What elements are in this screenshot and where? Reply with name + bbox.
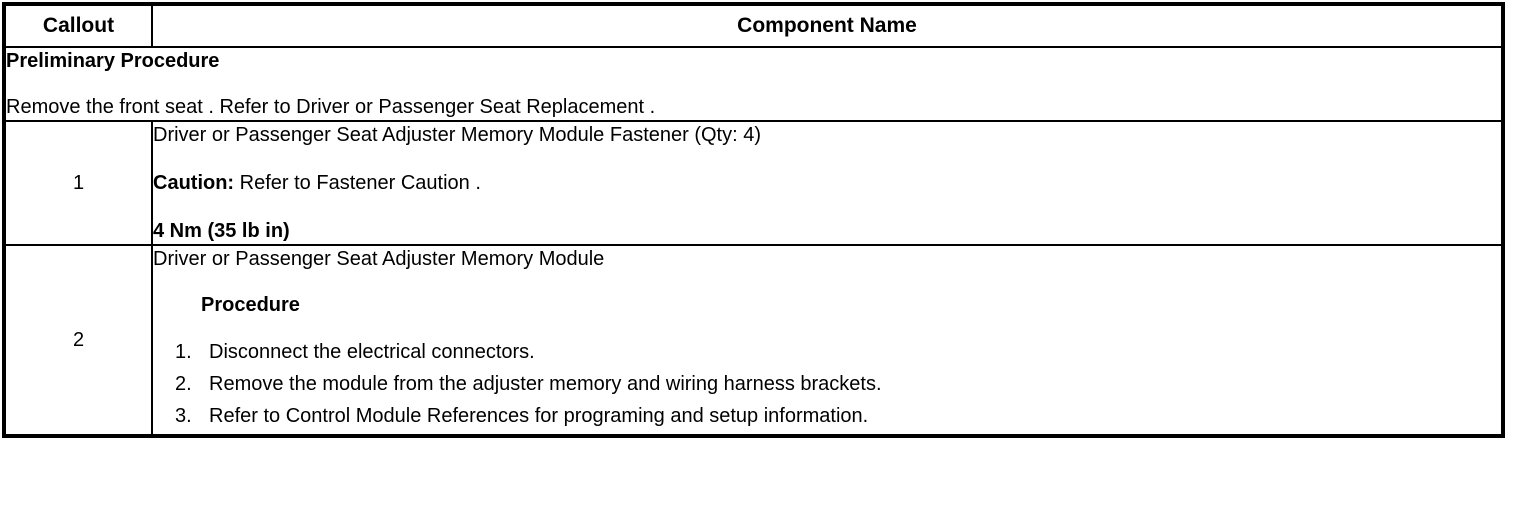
preliminary-procedure-text: Remove the front seat . Refer to Driver … [6, 96, 656, 118]
procedure-heading: Procedure [201, 294, 300, 316]
caution-text: Refer to Fastener Caution . [234, 172, 481, 194]
caution-label: Caution: [153, 172, 235, 194]
callout-number-2: 2 [3, 244, 153, 437]
component-cell-1: Driver or Passenger Seat Adjuster Memory… [151, 120, 1504, 246]
callout-number-1: 1 [3, 120, 153, 246]
procedure-step-list: Disconnect the electrical connectors. Re… [153, 336, 1501, 432]
table-header-row: Callout Component Name [3, 3, 1504, 48]
list-item: Remove the module from the adjuster memo… [175, 368, 882, 400]
table-row: 1 Driver or Passenger Seat Adjuster Memo… [3, 120, 1504, 246]
preliminary-procedure-row: Preliminary Procedure Remove the front s… [3, 46, 1504, 122]
table-row: 2 Driver or Passenger Seat Adjuster Memo… [3, 244, 1504, 437]
preliminary-procedure-title: Preliminary Procedure [6, 50, 220, 72]
column-header-component-name: Component Name [151, 3, 1504, 48]
preliminary-procedure-cell: Preliminary Procedure Remove the front s… [3, 46, 1504, 122]
list-item: Disconnect the electrical connectors. [175, 336, 535, 368]
component-cell-2: Driver or Passenger Seat Adjuster Memory… [151, 244, 1504, 437]
component-name-2: Driver or Passenger Seat Adjuster Memory… [153, 248, 605, 270]
torque-spec-1: 4 Nm (35 lb in) [153, 220, 290, 242]
caution-note-1: Caution: Refer to Fastener Caution . [153, 170, 1501, 196]
component-callout-table: Callout Component Name Preliminary Proce… [2, 2, 1505, 438]
list-item: Refer to Control Module References for p… [175, 400, 869, 432]
component-name-1: Driver or Passenger Seat Adjuster Memory… [153, 124, 762, 146]
column-header-callout: Callout [3, 3, 153, 48]
